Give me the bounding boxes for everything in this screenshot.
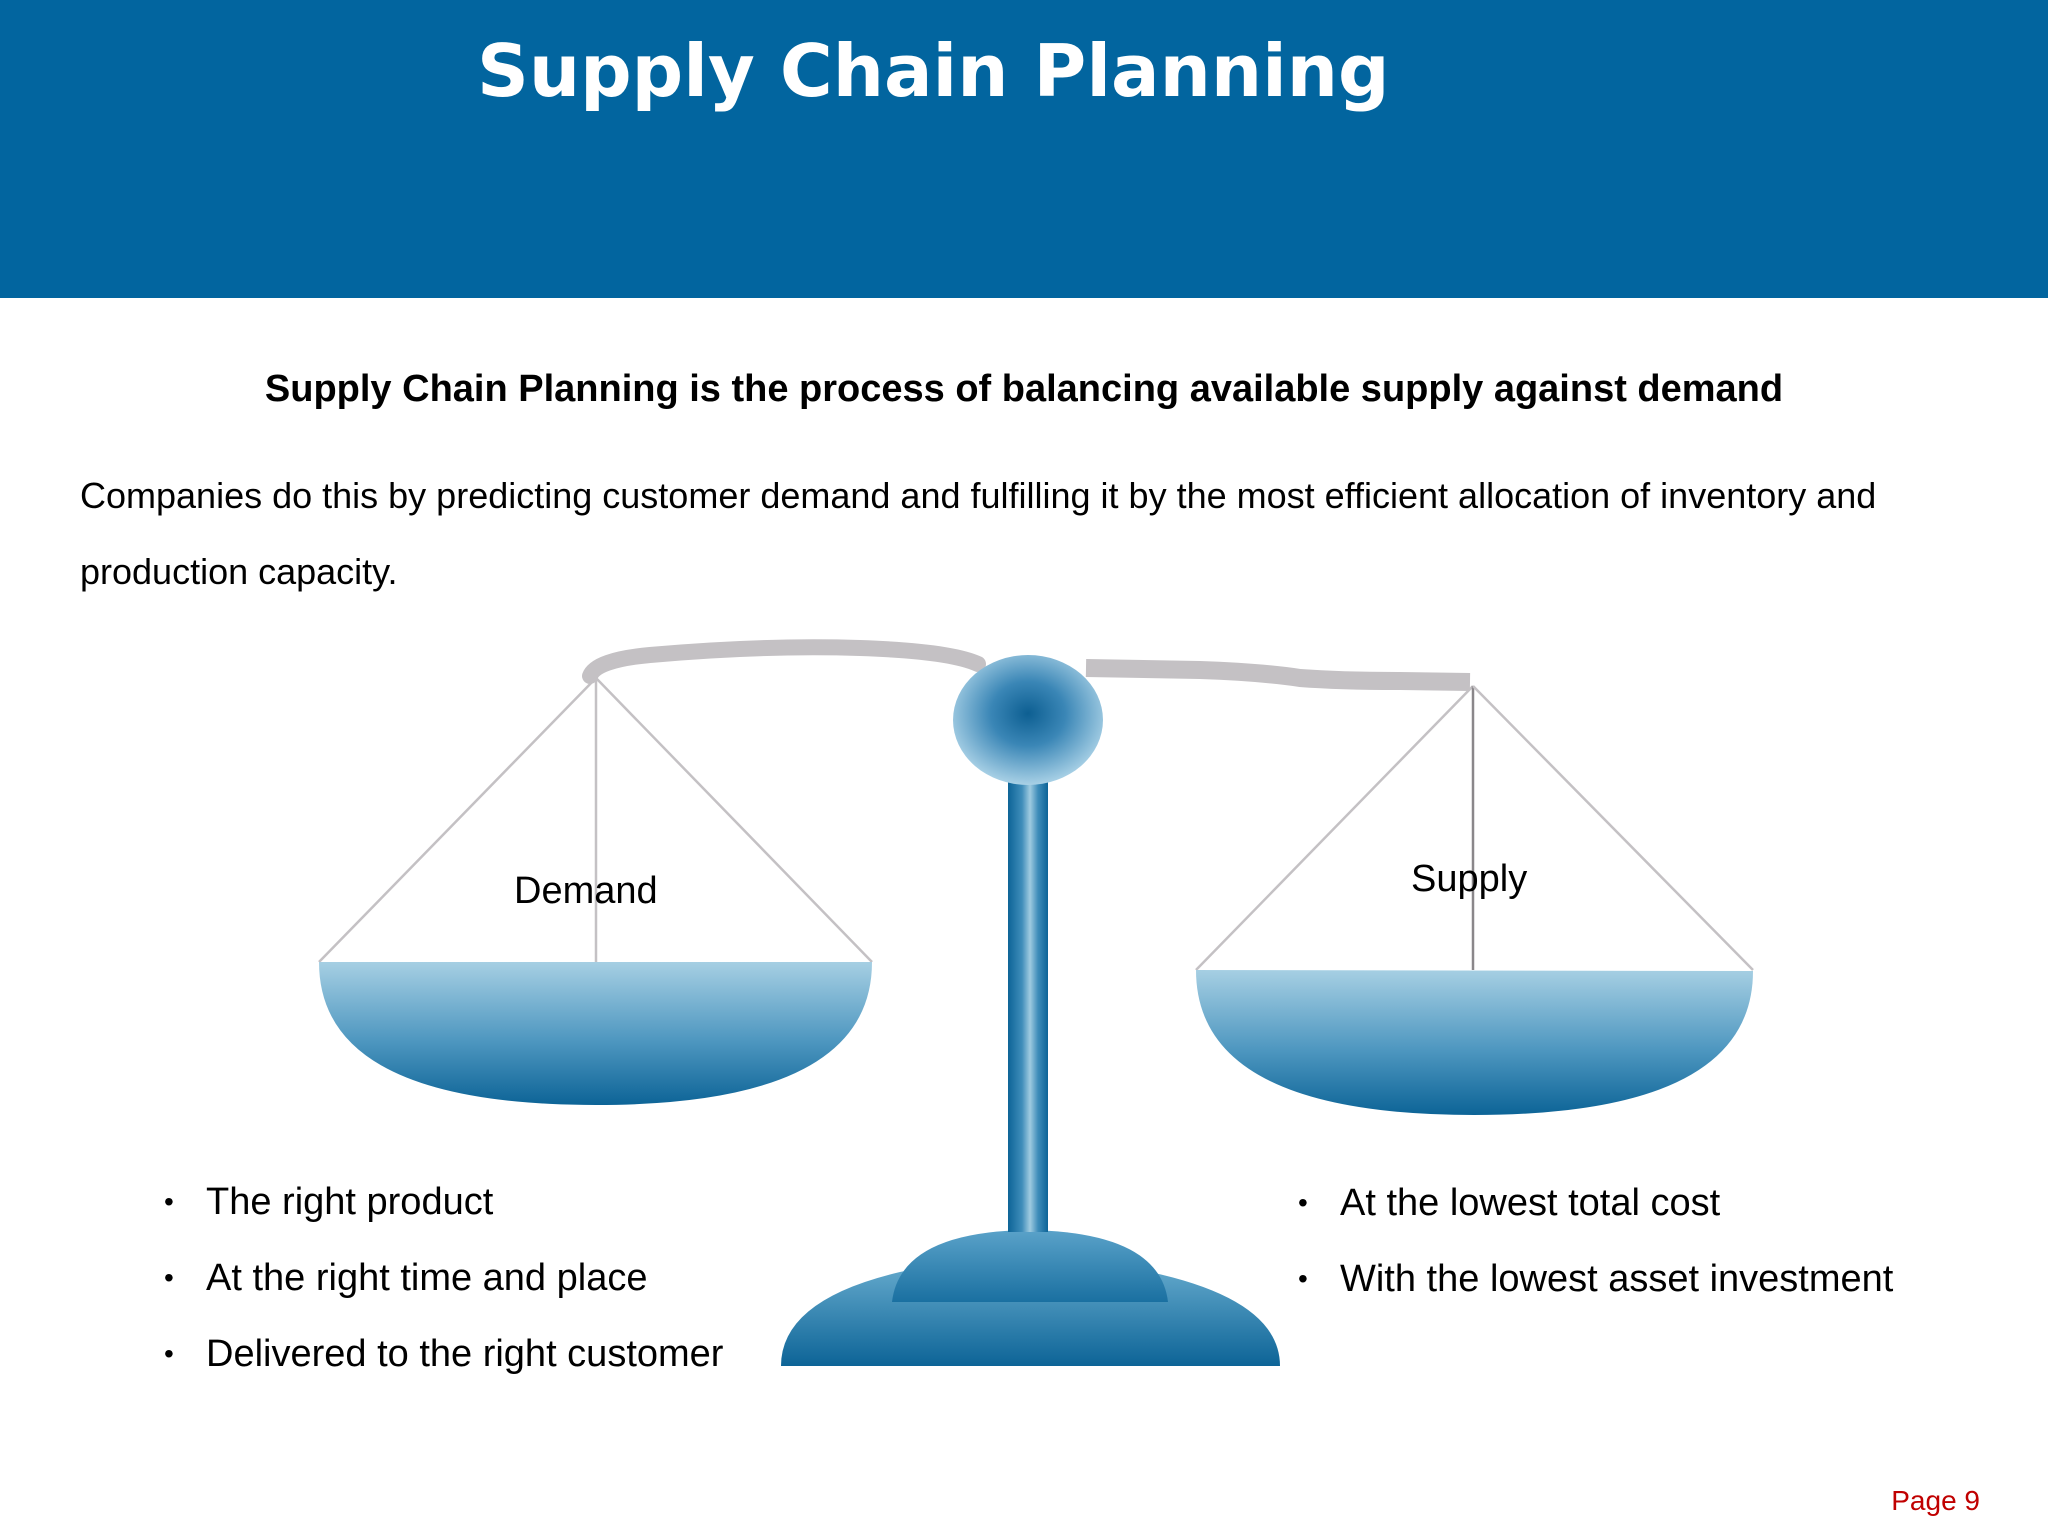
scale-base-dome	[892, 1230, 1168, 1302]
body-paragraph: Companies do this by predicting customer…	[80, 475, 1877, 592]
bullet-icon: •	[164, 1338, 174, 1369]
list-item: •At the right time and place	[164, 1240, 723, 1316]
list-item: •At the lowest total cost	[1298, 1165, 1893, 1241]
slide-title: Supply Chain Planning	[477, 29, 1390, 113]
supply-bullet-list: •At the lowest total cost •With the lowe…	[1298, 1165, 1893, 1317]
bullet-icon: •	[164, 1262, 174, 1293]
supply-label: Supply	[1411, 858, 1528, 900]
demand-pan	[319, 962, 872, 1105]
supply-pan	[1196, 970, 1753, 1115]
header-band	[0, 0, 2048, 298]
demand-label: Demand	[514, 870, 658, 912]
page-number: Page 9	[1891, 1485, 1980, 1516]
scale-pivot-knob	[953, 655, 1103, 785]
scale-beam	[582, 639, 1471, 691]
bullet-icon: •	[164, 1186, 174, 1217]
slide-subtitle: Supply Chain Planning is the process of …	[264, 368, 1784, 410]
right-pan-strings	[1195, 685, 1754, 971]
list-item: •Delivered to the right customer	[164, 1316, 723, 1392]
scale-pole	[1008, 770, 1048, 1232]
demand-bullet-list: •The right product •At the right time an…	[164, 1164, 723, 1392]
list-item: •The right product	[164, 1164, 723, 1240]
list-item: •With the lowest asset investment	[1298, 1241, 1893, 1317]
left-pan-strings	[318, 677, 873, 963]
bullet-icon: •	[1298, 1187, 1308, 1218]
bullet-icon: •	[1298, 1263, 1308, 1294]
